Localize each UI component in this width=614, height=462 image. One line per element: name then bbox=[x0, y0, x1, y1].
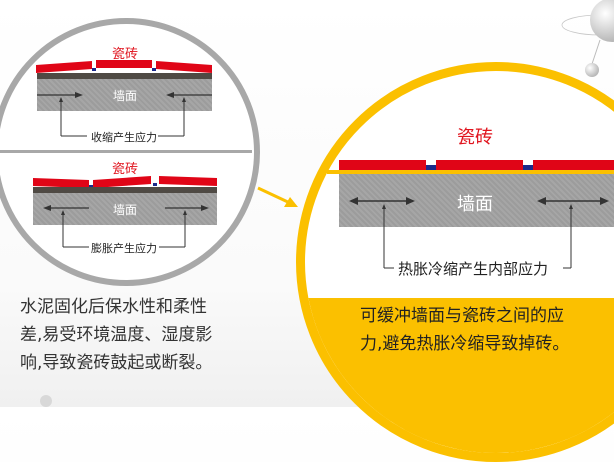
arrow-right-icon bbox=[600, 197, 609, 205]
arrow-right-icon bbox=[406, 197, 415, 205]
right-bidirectional-arrows bbox=[349, 197, 609, 269]
bottom-tile-label: 瓷砖 bbox=[111, 162, 138, 177]
right-solution-circle bbox=[296, 62, 614, 462]
molecule-icon bbox=[561, 0, 614, 77]
arrow-outward-icon bbox=[43, 205, 51, 211]
bottom-mortar-layer bbox=[33, 187, 217, 193]
bottom-expand-arrows bbox=[43, 205, 209, 248]
left-circle-divider bbox=[0, 150, 252, 153]
sphere-decor-icon bbox=[40, 395, 52, 407]
top-shrink-arrows bbox=[37, 92, 212, 137]
right-stress-label: 热胀冷缩产生内部应力 bbox=[398, 260, 549, 278]
bottom-wall-label: 墙面 bbox=[112, 203, 137, 217]
top-stress-label: 收缩产生应力 bbox=[91, 131, 157, 144]
right-description-line: 力,避免热胀冷缩导致掉砖。 bbox=[360, 334, 570, 354]
top-wall-label: 墙面 bbox=[112, 89, 137, 103]
right-description-line: 可缓冲墙面与瓷砖之间的应 bbox=[360, 306, 564, 326]
arrow-right-down-icon bbox=[257, 186, 298, 207]
left-description: 水泥固化后保水性和柔性 差,易受环境温度、湿度影 响,导致瓷砖鼓起或断裂。 bbox=[20, 293, 260, 377]
bottom-tiles-buckled bbox=[33, 176, 217, 188]
arrow-inward-icon bbox=[166, 92, 174, 98]
left-description-line: 水泥固化后保水性和柔性 bbox=[20, 297, 207, 317]
bottom-wall-block bbox=[33, 193, 217, 225]
left-description-line: 差,易受环境温度、湿度影 bbox=[20, 325, 213, 345]
right-wall-label: 墙面 bbox=[457, 194, 493, 215]
bottom-stress-label: 膨胀产生应力 bbox=[91, 242, 157, 255]
top-mortar-layer bbox=[37, 73, 212, 79]
arrow-left-icon bbox=[537, 197, 546, 205]
arrow-inward-icon bbox=[75, 92, 83, 98]
left-description-line: 响,导致瓷砖鼓起或断裂。 bbox=[20, 353, 213, 373]
right-tile-label: 瓷砖 bbox=[457, 127, 493, 148]
right-tiles-flat bbox=[327, 160, 614, 174]
arrow-left-icon bbox=[349, 197, 358, 205]
arrow-outward-icon bbox=[201, 205, 209, 211]
right-description: 可缓冲墙面与瓷砖之间的应 力,避免热胀冷缩导致掉砖。 bbox=[360, 302, 610, 358]
top-tile-label: 瓷砖 bbox=[111, 47, 138, 62]
top-tiles-curved bbox=[36, 60, 212, 73]
